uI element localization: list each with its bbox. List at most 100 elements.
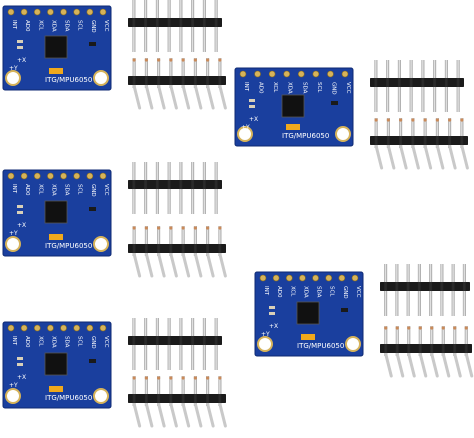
solder-pad (351, 274, 359, 282)
solder-pad (285, 274, 293, 282)
header-pin-bent (384, 352, 393, 378)
imu-chip (44, 352, 68, 376)
axis-label: +X (17, 222, 26, 229)
header-pin (448, 118, 452, 148)
header-pin (386, 118, 390, 148)
header-pin (169, 58, 173, 88)
axis-label: +Y (9, 65, 18, 72)
solder-pad (239, 70, 247, 78)
solder-pad (283, 70, 291, 78)
smd-part (249, 105, 255, 108)
header-pin-bent (418, 352, 428, 378)
pin-tip (157, 376, 161, 380)
smd-part (17, 205, 23, 208)
pin-tip (181, 226, 185, 230)
smd-part (17, 363, 23, 366)
pin-tip (132, 376, 136, 380)
header-pin-bent (411, 144, 420, 170)
mount-hole (5, 70, 21, 86)
pin-tip (206, 226, 210, 230)
header-pin-bent (218, 84, 227, 110)
angled-pin-header (128, 376, 227, 428)
header-pin-bent (193, 252, 203, 278)
pin-label: GND (330, 82, 336, 95)
solder-pad (47, 8, 54, 16)
pin-label: SCL (329, 286, 335, 297)
solder-pad (268, 70, 276, 78)
solder-pad (299, 274, 306, 282)
header-pin (193, 376, 197, 406)
pin-tip (169, 58, 173, 62)
solder-pad (7, 172, 15, 180)
pin-tip (157, 58, 161, 62)
solder-pad (73, 8, 81, 16)
header-pin (193, 58, 197, 88)
header-pin (407, 326, 411, 356)
solder-pad (60, 8, 67, 16)
header-strip-front (128, 336, 222, 345)
pin-label: AD0 (258, 82, 264, 94)
solder-pad (338, 274, 346, 282)
pin-tip (460, 118, 464, 122)
pin-label: VCC (345, 82, 351, 94)
pin-tip (206, 58, 210, 62)
header-pin (399, 118, 403, 148)
header-pin-bent (435, 144, 445, 170)
header-pin-bent (169, 252, 178, 278)
pin-label: AD0 (24, 336, 30, 348)
solder-pad (86, 172, 94, 180)
mount-hole (93, 236, 109, 252)
pin-tip (384, 326, 388, 330)
pin-tip (144, 226, 148, 230)
pin-label: SDA (64, 20, 70, 32)
regulator (331, 101, 338, 105)
header-pin (411, 118, 415, 148)
module-label: ITG/MPU6050 (282, 132, 329, 140)
header-pin (423, 118, 427, 148)
header-pin (374, 118, 378, 148)
solder-pad (33, 324, 41, 332)
angled-pin-header (370, 118, 469, 170)
mount-hole (345, 336, 361, 352)
pin-label: XCL (37, 184, 43, 195)
solder-pad (20, 172, 28, 180)
header-pin (169, 376, 173, 406)
pin-tip (157, 226, 161, 230)
led (49, 68, 63, 74)
solder-pad (33, 172, 41, 180)
solder-pad (60, 172, 67, 180)
axis-label: +X (249, 116, 258, 123)
header-pin-bent (448, 144, 457, 170)
pin-tip (407, 326, 411, 330)
axis-label: +X (17, 374, 26, 381)
pin-tip (206, 376, 210, 380)
pin-label: SDA (301, 82, 307, 94)
solder-pad (73, 172, 81, 180)
header-pin (453, 326, 457, 356)
pin-label: VCC (103, 184, 109, 196)
pin-tip (193, 58, 197, 62)
axis-label: +Y (9, 230, 18, 237)
solder-pad (20, 8, 28, 16)
header-pin (435, 118, 439, 148)
header-pin (441, 326, 445, 356)
pin-label: XCL (289, 286, 295, 297)
header-pin-bent (464, 352, 474, 378)
header-pin (181, 376, 185, 406)
pin-label: SCL (77, 336, 83, 347)
header-pin-bent (144, 402, 154, 428)
regulator (89, 42, 96, 46)
axis-label: +X (269, 323, 278, 330)
header-pin-bent (181, 402, 191, 428)
pin-label: SDA (64, 336, 70, 348)
straight-pin-header (128, 0, 222, 52)
pin-tip (386, 118, 390, 122)
pin-label: VCC (355, 286, 361, 298)
header-strip-front (128, 394, 226, 403)
angled-pin-header (128, 226, 227, 278)
solder-pad (99, 8, 107, 16)
axis-label: +Y (241, 124, 250, 131)
